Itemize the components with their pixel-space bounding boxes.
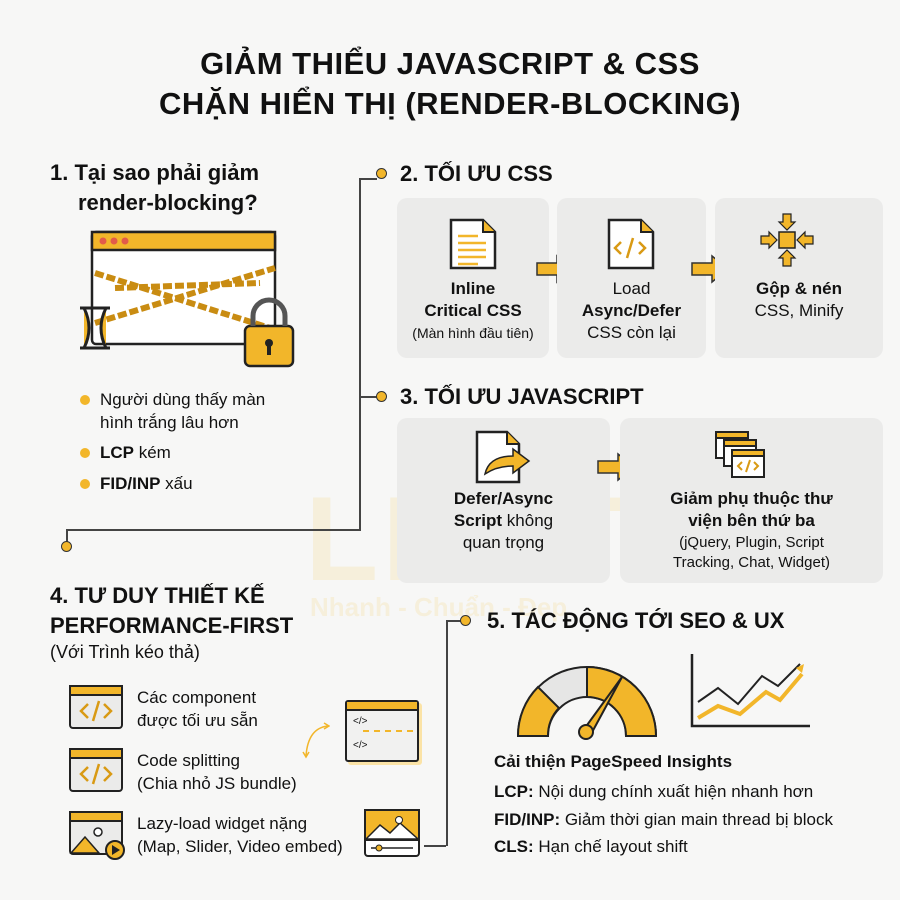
section5-title: 5. TÁC ĐỘNG TỚI SEO & UX: [487, 608, 785, 633]
css-card-async: Load Async/Defer CSS còn lại: [557, 198, 706, 358]
code-split-window: </> </>: [345, 700, 419, 762]
timeline-node: [376, 391, 387, 402]
image-video-window-icon: [69, 811, 125, 860]
code-tag: </>: [353, 716, 368, 727]
timeline-line: [66, 529, 68, 543]
speed-gauge-icon: [516, 665, 658, 740]
css-card-minify: Gộp & nén CSS, Minify: [715, 198, 883, 358]
code-window-icon: [69, 685, 123, 729]
blocked-browser-icon: [80, 230, 295, 368]
bullet-item: LCP kém: [80, 441, 171, 464]
timeline-line: [446, 620, 448, 846]
impact-line: LCP: Nội dung chính xuất hiện nhanh hơn: [494, 782, 814, 801]
compress-arrows-icon: [760, 213, 814, 267]
timeline-node: [460, 615, 471, 626]
list-item: Lazy-load widget nặng(Map, Slider, Video…: [137, 814, 343, 856]
timeline-node: [376, 168, 387, 179]
section3-title: 3. TỐI ƯU JAVASCRIPT: [400, 384, 644, 409]
section5-heading: Cải thiện PageSpeed Insights: [494, 752, 733, 771]
swap-arrow-icon: [302, 722, 330, 759]
code-tag: </>: [353, 740, 368, 751]
timeline-line: [446, 620, 462, 622]
impact-line: CLS: Hạn chế layout shift: [494, 837, 688, 856]
section1-title: 1. Tại sao phải giảm: [50, 160, 260, 185]
timeline-node: [61, 541, 72, 552]
code-file-icon: [607, 218, 655, 270]
page-title-line1: GIẢM THIỂU JAVASCRIPT & CSS: [200, 46, 700, 81]
file-arrow-icon: [475, 430, 531, 484]
watermark-slogan: Nhanh - Chuẩn - Đẹp: [310, 592, 568, 622]
lazy-image-icon: [364, 809, 420, 857]
section4-subtitle: (Với Trình kéo thả): [50, 642, 200, 662]
timeline-line: [424, 845, 446, 847]
page-title-line2: CHẶN HIỂN THỊ (RENDER-BLOCKING): [158, 86, 742, 121]
section1-title: render-blocking?: [78, 190, 258, 215]
list-item: Code splitting(Chia nhỏ JS bundle): [137, 751, 297, 793]
timeline-line: [359, 178, 377, 180]
timeline-line: [359, 396, 377, 398]
trend-chart-icon: [690, 654, 810, 728]
section4-title: 4. TƯ DUY THIẾT KẾ: [50, 583, 265, 608]
timeline-line: [359, 178, 361, 530]
impact-line: FID/INP: Giảm thời gian main thread bị b…: [494, 810, 833, 829]
css-card-inline: Inline Critical CSS (Màn hình đầu tiên): [397, 198, 549, 358]
document-lines-icon: [449, 218, 497, 270]
bullet-item: FID/INP xấu: [80, 472, 193, 495]
stacked-code-windows-icon: [715, 431, 765, 478]
section2-title: 2. TỐI ƯU CSS: [400, 161, 553, 186]
code-window-icon: [69, 748, 123, 792]
js-card-third-party: Giảm phụ thuộc thư viện bên thứ ba (jQue…: [620, 418, 883, 583]
section4-title: PERFORMANCE-FIRST: [50, 613, 294, 638]
js-card-defer: Defer/Async Script không quan trọng: [397, 418, 610, 583]
timeline-line: [66, 529, 361, 531]
